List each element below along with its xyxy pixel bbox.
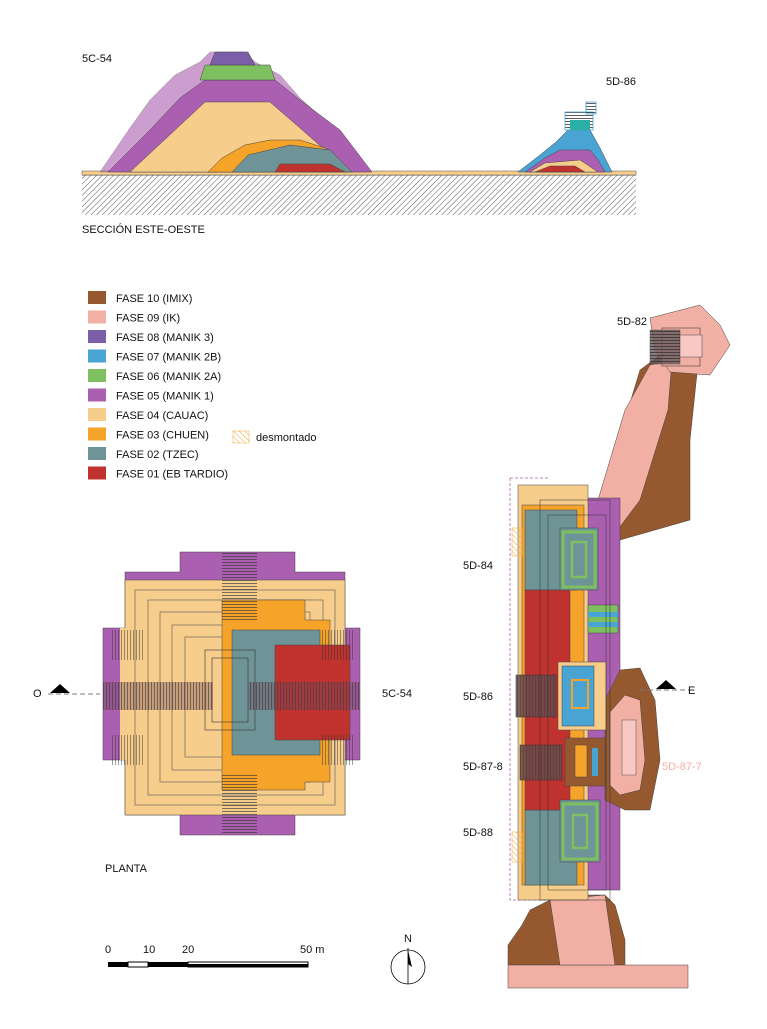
legend-label-7: FASE 04 (CAUAC) — [116, 410, 208, 422]
legend-swatch-4 — [88, 349, 106, 363]
legend-swatch-1 — [88, 291, 106, 304]
plan-label-5d878: 5D-87-8 — [463, 761, 503, 773]
plan-west-label: O — [33, 688, 42, 700]
plan-label-5d82: 5D-82 — [617, 316, 647, 328]
plan-label-5d84: 5D-84 — [463, 560, 493, 572]
legend-swatch-9 — [88, 447, 106, 460]
legend-swatch-8 — [88, 427, 106, 441]
section-structure-5d86 — [517, 101, 613, 173]
west-arrow-icon — [50, 684, 70, 693]
scale-tick-20: 20 — [182, 944, 194, 956]
legend-label-8: FASE 03 (CHUEN) — [116, 430, 209, 442]
plan-east-label: E — [688, 685, 695, 697]
legend-label-3: FASE 08 (MANIK 3) — [116, 332, 214, 344]
legend-swatch-5 — [88, 369, 106, 382]
section-title: SECCIÓN ESTE-OESTE — [82, 223, 205, 236]
plan-pyramid-5c54: O 5C-54 PLANTA — [33, 551, 412, 875]
legend-label-10: FASE 01 (EB TARDIO) — [116, 469, 228, 481]
legend-label-5: FASE 06 (MANIK 2A) — [116, 371, 221, 383]
legend-label-4: FASE 07 (MANIK 2B) — [116, 352, 221, 364]
legend-label-6: FASE 05 (MANIK 1) — [116, 391, 214, 403]
scale-bar: 0 10 20 50 m — [105, 944, 324, 968]
legend-swatch-2 — [88, 310, 106, 324]
north-label: N — [404, 933, 412, 945]
legend-swatch-7 — [88, 408, 106, 421]
scale-tick-10: 10 — [143, 944, 155, 956]
north-arrow-icon: N — [390, 933, 426, 985]
legend: FASE 10 (IMIX) FASE 09 (IK) FASE 08 (MANIK… — [88, 291, 228, 481]
legend-label-2: FASE 09 (IK) — [116, 313, 180, 325]
legend-label-9: FASE 02 (TZEC) — [116, 449, 199, 461]
legend-swatch-3 — [88, 330, 106, 343]
east-arrow-icon — [656, 680, 676, 689]
legend-swatch-6 — [88, 388, 106, 402]
plan-label-5d86: 5D-86 — [463, 691, 493, 703]
section-label-5d86: 5D-86 — [606, 76, 636, 88]
plan-complex-5d: E 5D-82 5D-84 5D-86 5D-87-8 5D-88 5D-87-… — [463, 304, 731, 989]
plan-label-5d88: 5D-88 — [463, 827, 493, 839]
plan-label-5c54: 5C-54 — [382, 688, 412, 700]
scale-tick-0: 0 — [105, 944, 111, 956]
dismantled-label: desmontado — [256, 432, 317, 444]
scale-tick-50: 50 m — [300, 944, 324, 956]
section-label-5c54: 5C-54 — [82, 53, 112, 65]
section-pyramid-5c54 — [99, 51, 373, 173]
section-east-west: 5C-54 5D-86 SECCIÓN ESTE-OE — [81, 51, 637, 236]
legend-dismantled: desmontado — [232, 430, 317, 444]
legend-label-1: FASE 10 (IMIX) — [116, 293, 192, 305]
ground-hatch — [82, 175, 636, 215]
legend-swatch-10 — [88, 466, 106, 480]
dismantled-swatch — [232, 430, 250, 444]
plan-title: PLANTA — [105, 863, 148, 875]
plan-label-5d877: 5D-87-7 — [662, 761, 702, 773]
